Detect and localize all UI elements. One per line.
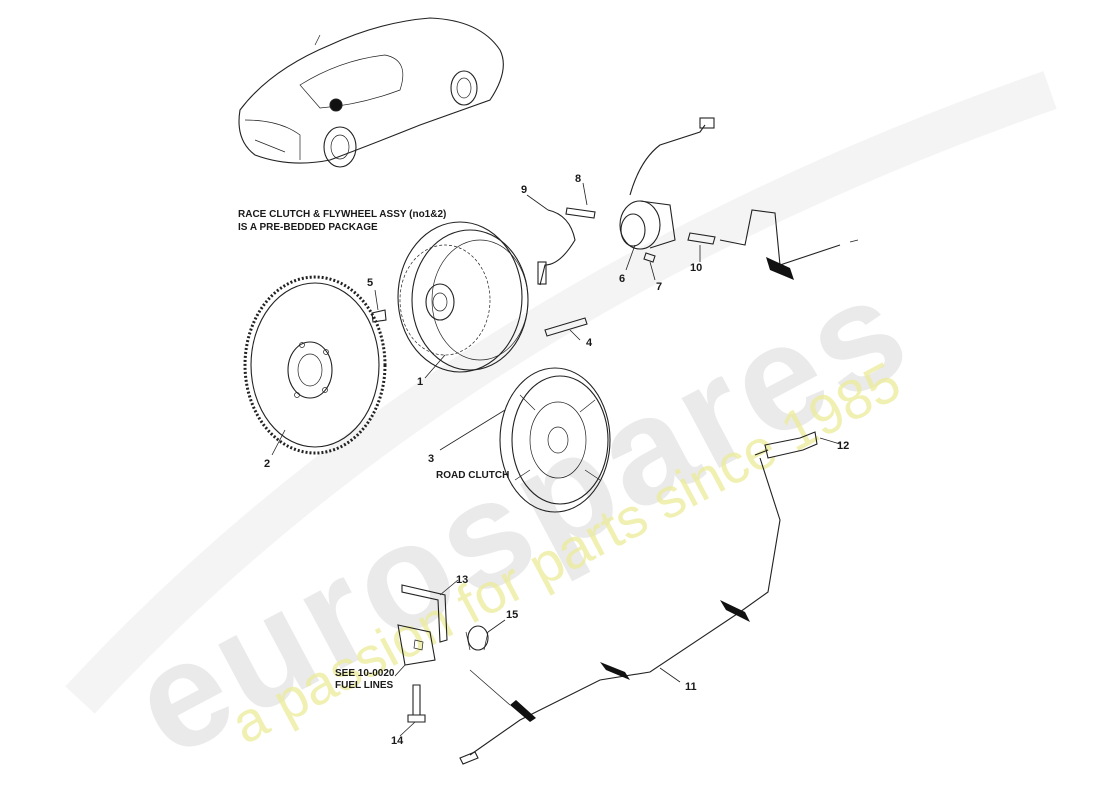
callout-5: 5 bbox=[367, 277, 373, 289]
race-clutch-assembly bbox=[397, 221, 529, 373]
callout-15: 15 bbox=[506, 609, 518, 621]
upper-pipe bbox=[719, 209, 859, 280]
release-bearing bbox=[619, 117, 715, 250]
callout-13: 13 bbox=[456, 574, 468, 586]
flywheel bbox=[243, 275, 387, 455]
note-race-clutch-line2: IS A PRE-BEDDED PACKAGE bbox=[238, 222, 378, 233]
note-road-clutch: ROAD CLUTCH bbox=[436, 470, 509, 481]
bracket bbox=[397, 584, 448, 666]
dowel-pin bbox=[544, 317, 588, 337]
pipe-clip bbox=[465, 625, 489, 651]
bearing-bolt bbox=[643, 252, 656, 263]
pipe-connector bbox=[687, 232, 716, 245]
clutch-pipe bbox=[459, 457, 781, 765]
callout-1: 1 bbox=[417, 376, 423, 388]
callout-14: 14 bbox=[391, 735, 404, 747]
callout-8: 8 bbox=[575, 173, 581, 185]
callout-4: 4 bbox=[586, 337, 593, 349]
callout-10: 10 bbox=[690, 262, 702, 274]
note-race-clutch-line1: RACE CLUTCH & FLYWHEEL ASSY (no1&2) bbox=[238, 209, 446, 220]
flywheel-bolt bbox=[371, 309, 387, 323]
callout-7: 7 bbox=[656, 281, 662, 293]
callout-12: 12 bbox=[837, 440, 849, 452]
callout-3: 3 bbox=[428, 453, 434, 465]
car-illustration bbox=[238, 17, 504, 168]
bleed-hose bbox=[537, 209, 576, 286]
hose-connector bbox=[754, 431, 818, 459]
leader-lines bbox=[271, 182, 841, 737]
bleed-nipple bbox=[565, 207, 596, 219]
road-clutch bbox=[499, 367, 611, 513]
bracket-bolt bbox=[407, 684, 426, 723]
callout-11: 11 bbox=[685, 681, 697, 693]
callout-9: 9 bbox=[521, 184, 527, 196]
callout-6: 6 bbox=[619, 273, 625, 285]
note-fuel-lines-line1: SEE 10-0020 bbox=[335, 668, 395, 679]
watermark: eurospares a passion for parts since 198… bbox=[65, 71, 1057, 788]
callout-2: 2 bbox=[264, 458, 270, 470]
note-fuel-lines-line2: FUEL LINES bbox=[335, 680, 393, 691]
